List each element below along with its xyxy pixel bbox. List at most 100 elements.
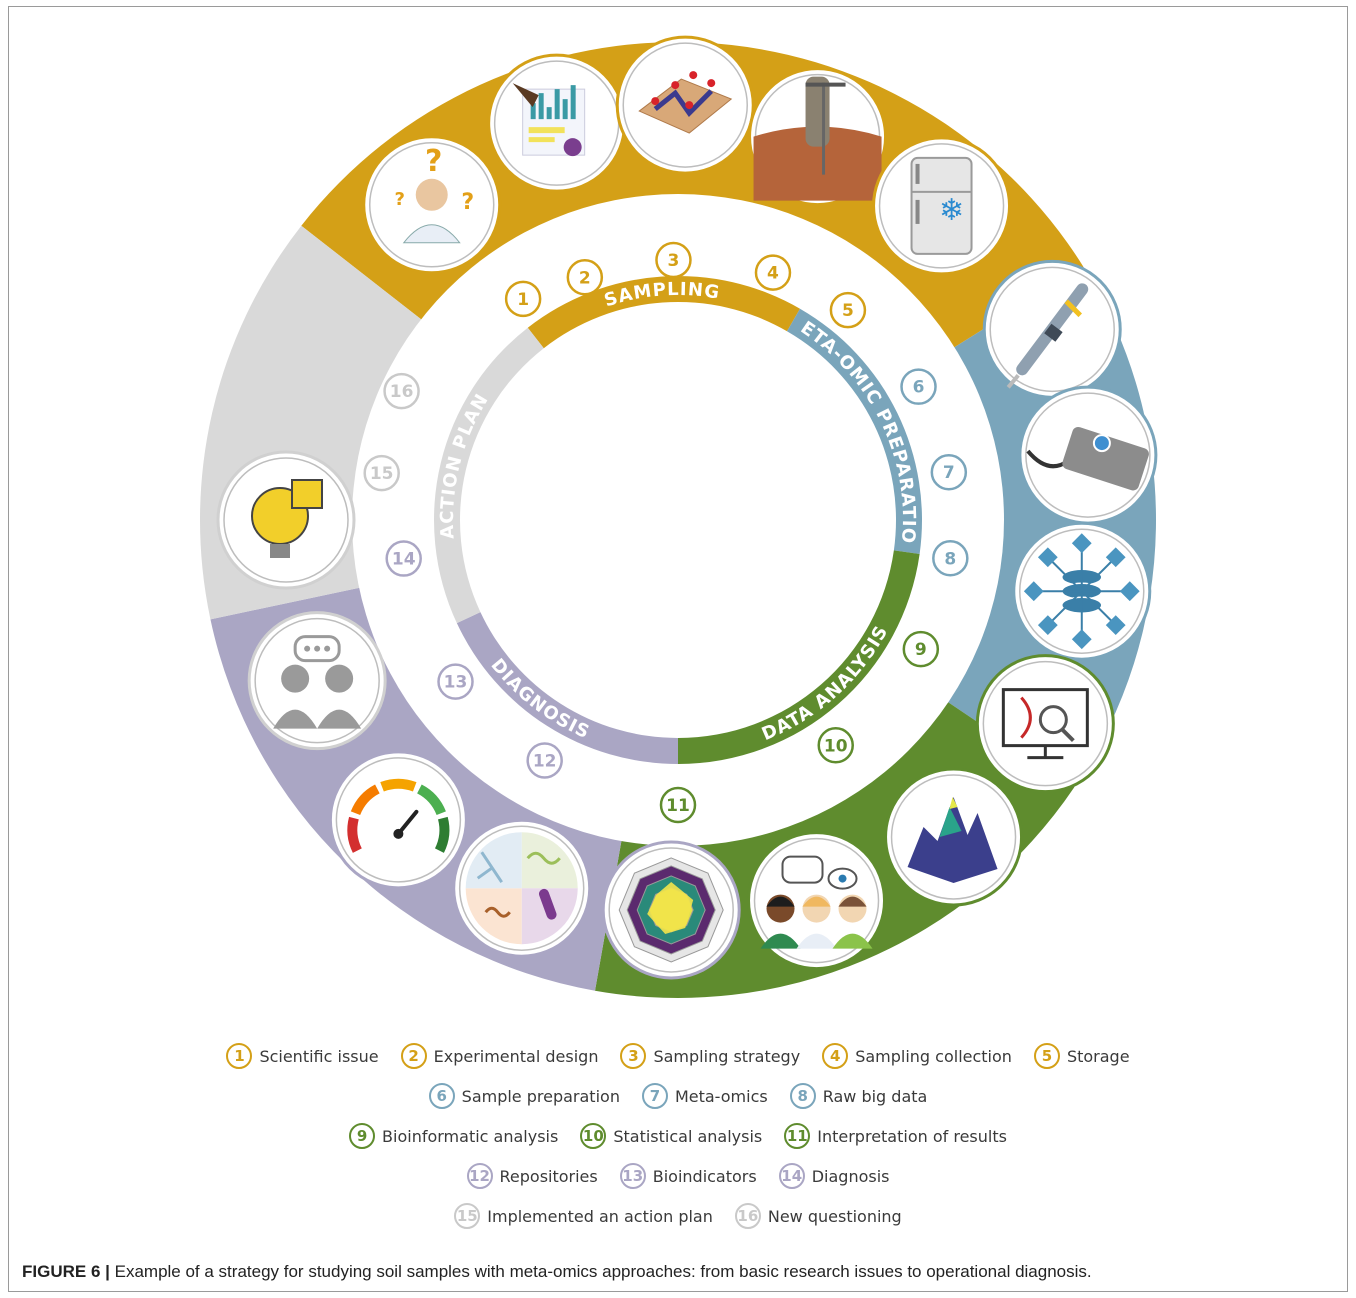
legend-item-13: 13 Bioindicators: [619, 1163, 757, 1189]
legend-badge: 15: [454, 1203, 481, 1229]
caption-prefix: FIGURE 6 |: [22, 1262, 110, 1281]
svg-text:❄: ❄: [939, 193, 964, 228]
svg-text:1: 1: [517, 290, 529, 310]
freezer-icon: ❄: [872, 136, 1012, 276]
figure-caption: FIGURE 6 | Example of a strategy for stu…: [22, 1262, 1342, 1282]
legend-badge: 5: [1033, 1043, 1060, 1069]
legend-label: Implemented an action plan: [487, 1206, 713, 1226]
phase-arc: [433, 275, 922, 764]
design-board-icon: [487, 53, 627, 193]
step-badge-15: 15: [363, 454, 400, 492]
legend-item-15: 15 Implemented an action plan: [454, 1203, 713, 1229]
svg-text:?: ?: [395, 189, 405, 210]
microorganisms-icon: [452, 818, 592, 958]
legend-item-12: 12 Repositories: [466, 1163, 598, 1189]
svg-text:7: 7: [943, 463, 955, 483]
soil-corer-icon: [748, 67, 888, 207]
svg-text:3: 3: [668, 251, 680, 271]
svg-text:?: ?: [425, 144, 442, 179]
arc-action: [433, 327, 544, 624]
arc-metaomics: [787, 308, 922, 554]
svg-text:4: 4: [767, 264, 779, 284]
conversation-icon: [247, 611, 387, 751]
svg-text:?: ?: [461, 190, 474, 215]
legend-label: New questioning: [767, 1206, 902, 1226]
legend-label: Repositories: [499, 1166, 598, 1186]
svg-text:6: 6: [913, 378, 925, 398]
step-badge-9: 9: [902, 630, 940, 668]
legend-label: Experimental design: [433, 1046, 599, 1066]
field-map-icon: [615, 35, 755, 175]
step-badge-2: 2: [566, 259, 604, 296]
legend-label: Sampling strategy: [653, 1046, 801, 1066]
svg-text:9: 9: [915, 640, 927, 660]
icon-circles: ??? ❄: [216, 35, 1158, 980]
legend-badge: 16: [734, 1203, 761, 1229]
legend-label: Meta-omics: [674, 1086, 768, 1106]
step-badge-5: 5: [829, 291, 867, 329]
legend-item-8: 8 Raw big data: [789, 1083, 928, 1109]
legend-badge: 7: [641, 1083, 668, 1109]
legend-badge: 3: [620, 1043, 647, 1069]
legend-label: Raw big data: [822, 1086, 928, 1106]
team-discussion-icon: [747, 831, 887, 971]
step-badge-12: 12: [526, 742, 563, 779]
svg-text:16: 16: [390, 382, 414, 402]
step-badge-1: 1: [504, 280, 542, 318]
svg-text:8: 8: [944, 549, 956, 569]
step-badge-4: 4: [754, 254, 792, 291]
step-badge-14: 14: [385, 540, 422, 577]
legend-badge: 12: [466, 1163, 493, 1189]
legend-badge: 10: [580, 1123, 607, 1149]
dna-monitor-icon: [975, 654, 1115, 794]
lightbulb-puzzle-icon: [216, 450, 356, 590]
step-badge-8: 8: [932, 540, 969, 577]
step-badge-16: 16: [383, 372, 420, 410]
legend-row-sampling: 1 Scientific issue 2 Experimental design 3 Sa…: [0, 1043, 1356, 1069]
svg-text:13: 13: [444, 673, 468, 693]
sequencer-icon: [1018, 385, 1158, 525]
step-badge-11: 11: [659, 786, 697, 824]
legend-badge: 9: [349, 1123, 376, 1149]
legend-badge: 14: [778, 1163, 805, 1189]
legend-item-3: 3 Sampling strategy: [620, 1043, 800, 1069]
cycle-diagram: SAMPLINGMETA-OMIC PREPARATIONDATA ANALYS…: [200, 35, 1158, 998]
legend-badge: 1: [226, 1043, 253, 1069]
pipette-icon: [982, 259, 1122, 399]
step-badge-3: 3: [655, 241, 692, 279]
svg-text:2: 2: [579, 268, 591, 288]
legend-label: Sampling collection: [855, 1046, 1012, 1066]
legend-item-16: 16 New questioning: [734, 1203, 902, 1229]
legend-label: Scientific issue: [259, 1046, 379, 1066]
legend-item-1: 1 Scientific issue: [226, 1043, 379, 1069]
svg-text:12: 12: [533, 752, 557, 772]
figure-frame: [8, 6, 1348, 1292]
legend-badge: 8: [789, 1083, 816, 1109]
step-badge-13: 13: [437, 663, 474, 700]
surface-plot-icon: [884, 767, 1024, 907]
legend-label: Storage: [1066, 1046, 1130, 1066]
svg-text:11: 11: [666, 796, 690, 816]
legend-item-7: 7 Meta-omics: [641, 1083, 768, 1109]
svg-text:10: 10: [824, 736, 848, 756]
arc-analysis: [678, 550, 920, 764]
database-icon: [1012, 521, 1152, 661]
radar-chart-icon: [601, 840, 741, 980]
legend-badge: 11: [784, 1123, 811, 1149]
legend-badge: 2: [400, 1043, 427, 1069]
svg-text:14: 14: [392, 550, 416, 570]
step-badge-7: 7: [930, 453, 968, 491]
caption-text: Example of a strategy for studying soil …: [109, 1262, 1092, 1281]
gauge-icon: [328, 750, 468, 890]
arc-diagnosis: [456, 612, 678, 764]
legend-label: Bioindicators: [652, 1166, 757, 1186]
legend-badge: 13: [619, 1163, 646, 1189]
